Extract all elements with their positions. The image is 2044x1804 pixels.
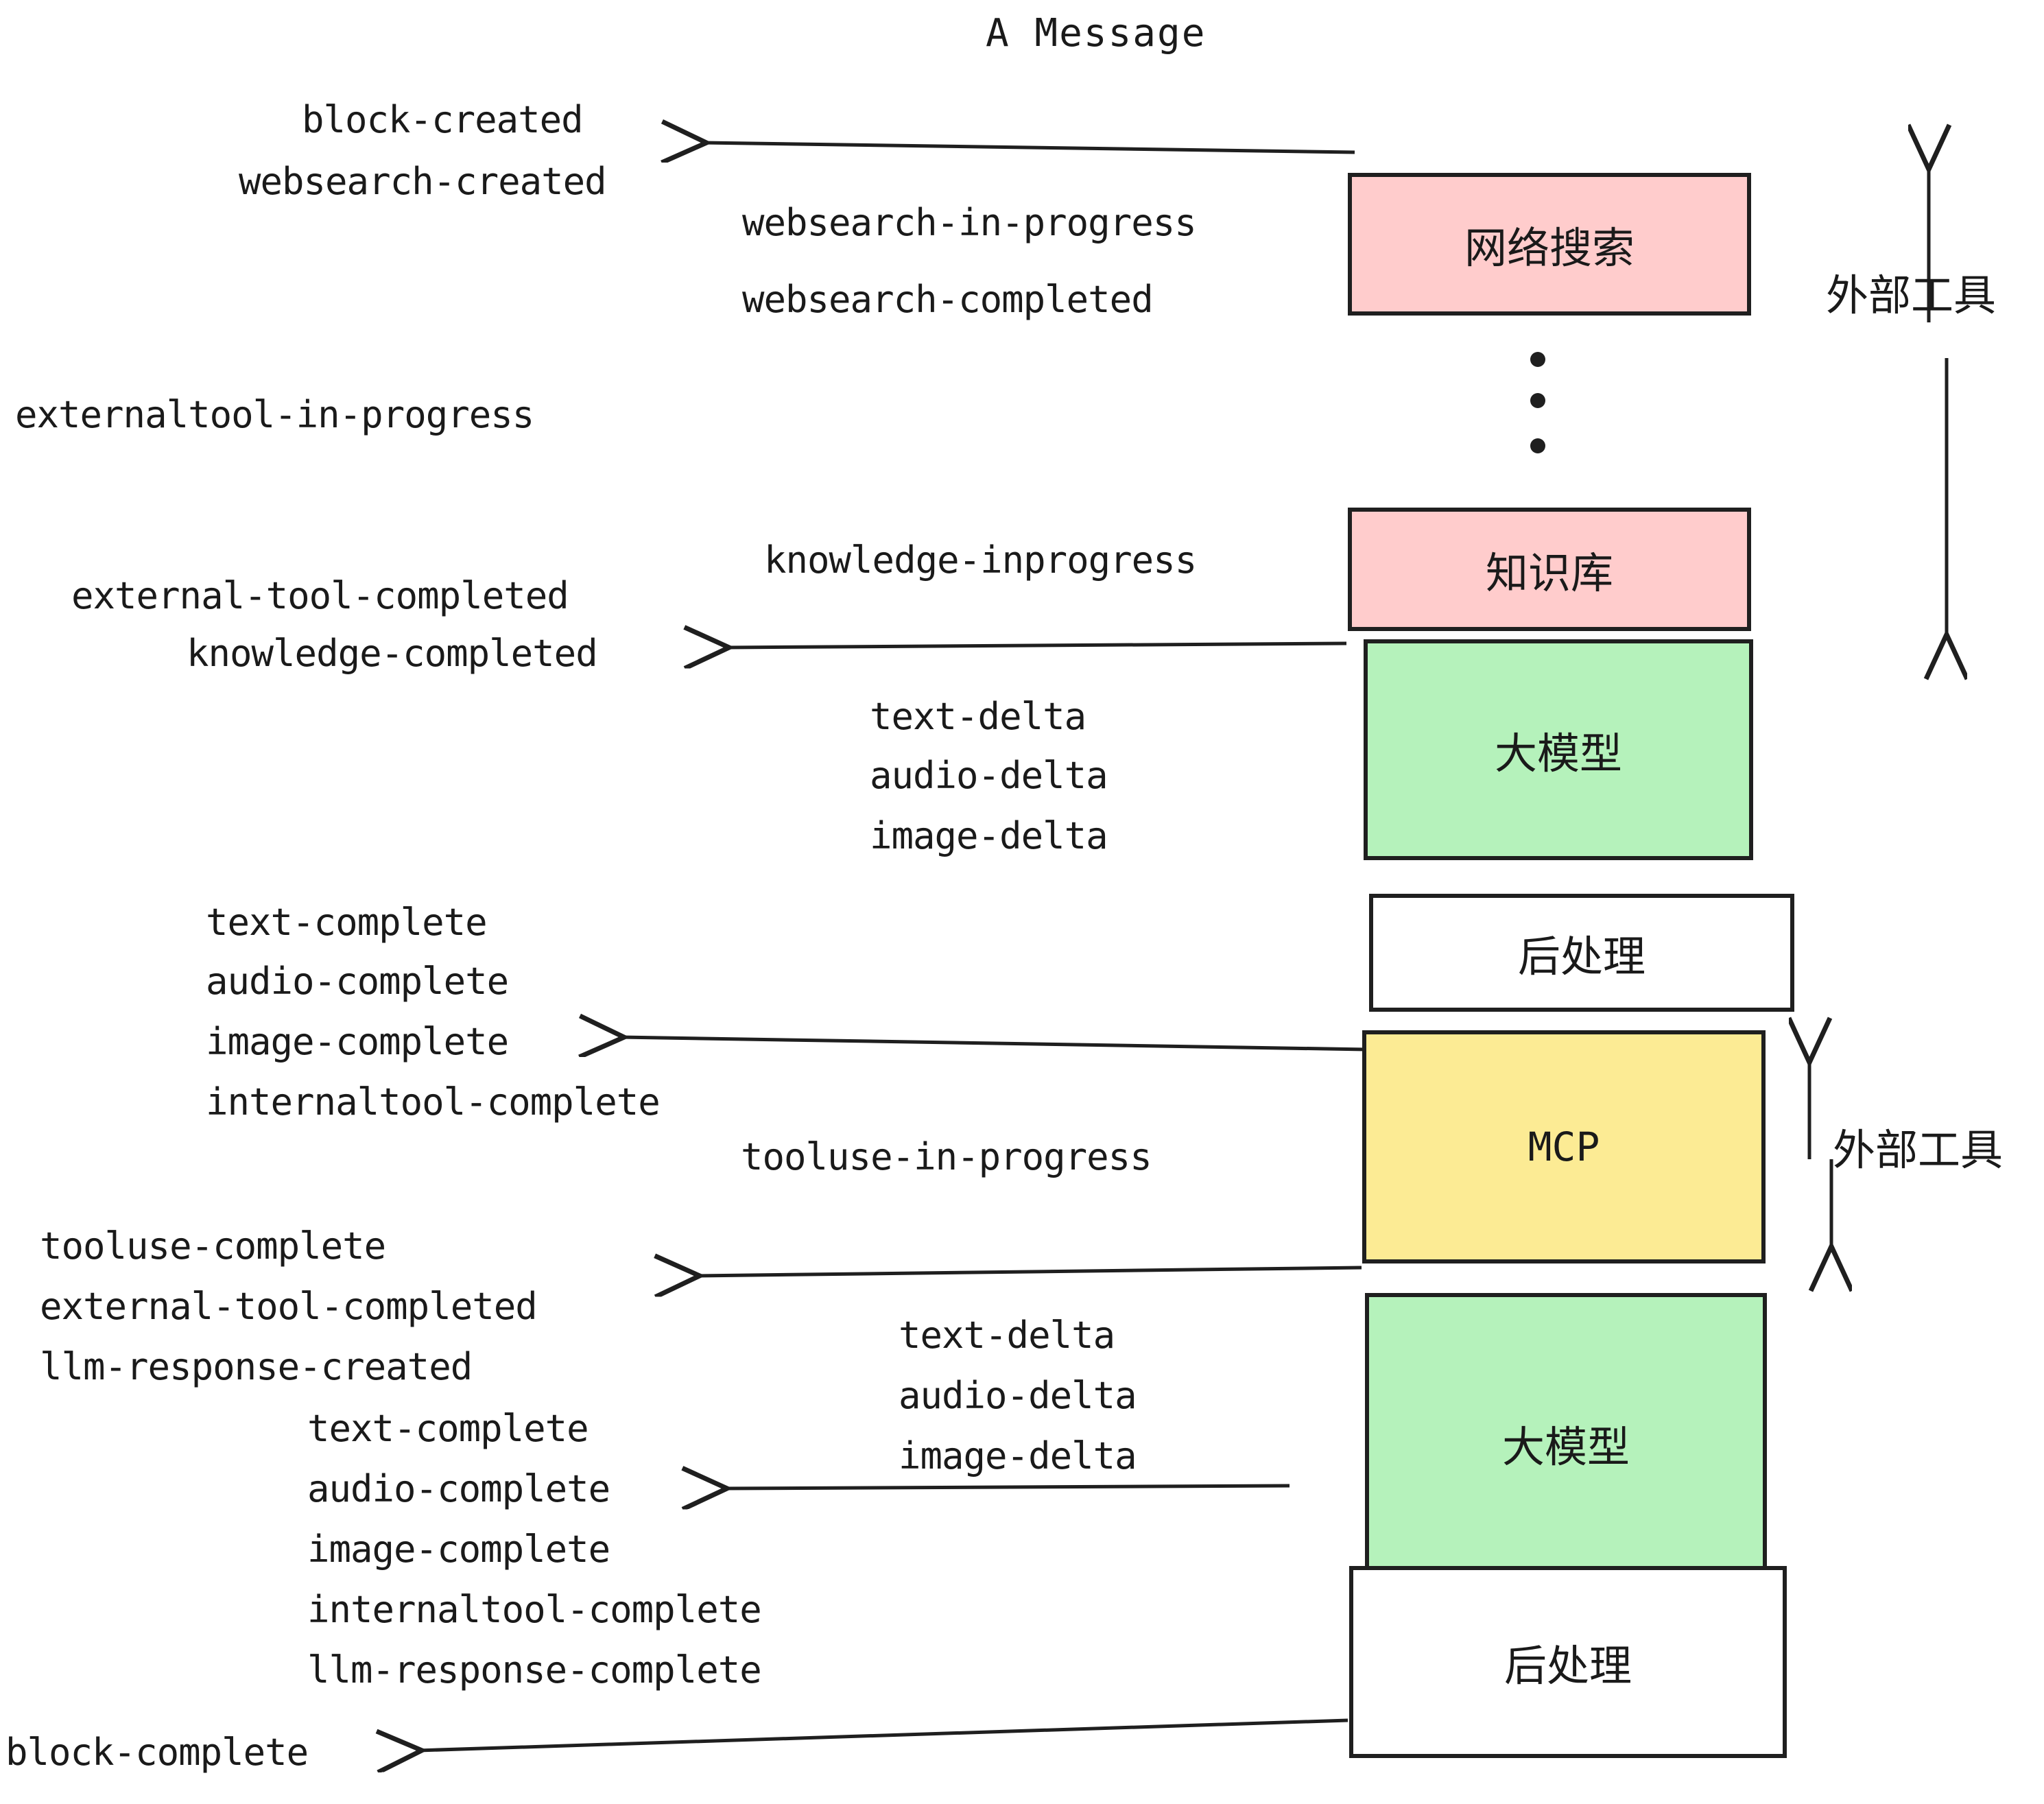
- event-label-block-created: block-created: [302, 98, 584, 141]
- event-label-text-delta-1: text-delta: [870, 695, 1086, 738]
- event-label-image-complete-1: image-complete: [206, 1020, 509, 1063]
- diagram-title: A Message: [986, 11, 1207, 56]
- event-label-tooluse-in-progress: tooluse-in-progress: [741, 1135, 1152, 1178]
- event-label-internaltool-complete-2: internaltool-complete: [307, 1588, 762, 1631]
- event-label-text-complete-1: text-complete: [206, 901, 488, 944]
- node-llm-2[interactable]: 大模型: [1365, 1293, 1767, 1593]
- event-label-externaltool-in-progress: externaltool-in-progress: [15, 393, 534, 436]
- event-label-external-tool-completed-2: external-tool-completed: [40, 1285, 538, 1328]
- event-label-audio-complete-1: audio-complete: [206, 960, 509, 1003]
- node-postprocess-2[interactable]: 后处理: [1349, 1566, 1787, 1758]
- node-label-knowledge: 知识库: [1485, 548, 1613, 598]
- ellipsis-dot-3: [1530, 438, 1545, 453]
- node-label-websearch: 网络搜索: [1464, 223, 1635, 273]
- event-label-internaltool-complete-1: internaltool-complete: [206, 1080, 661, 1124]
- event-label-llm-response-complete: llm-response-complete: [307, 1648, 762, 1692]
- node-mcp[interactable]: MCP: [1362, 1030, 1766, 1263]
- event-label-audio-delta-1: audio-delta: [870, 754, 1108, 797]
- node-postprocess-1[interactable]: 后处理: [1369, 894, 1794, 1012]
- node-websearch[interactable]: 网络搜索: [1348, 173, 1751, 316]
- arrow-audio-complete: [724, 1486, 1290, 1488]
- node-llm-1[interactable]: 大模型: [1364, 639, 1753, 860]
- event-label-knowledge-completed: knowledge-completed: [187, 632, 598, 675]
- ellipsis-dot-2: [1530, 393, 1545, 408]
- event-label-external-tool-completed-1: external-tool-completed: [71, 574, 569, 617]
- event-label-audio-delta-2: audio-delta: [899, 1374, 1137, 1417]
- node-label-postprocess-1: 后处理: [1517, 931, 1645, 982]
- arrow-image-complete: [621, 1037, 1367, 1049]
- event-label-text-delta-2: text-delta: [899, 1314, 1115, 1357]
- event-label-websearch-created: websearch-created: [239, 160, 607, 203]
- node-knowledge[interactable]: 知识库: [1348, 508, 1751, 631]
- ellipsis-dot-1: [1530, 352, 1545, 367]
- event-label-websearch-in-progress: websearch-in-progress: [742, 201, 1197, 244]
- event-label-websearch-completed: websearch-completed: [742, 278, 1154, 321]
- event-label-image-delta-2: image-delta: [899, 1434, 1137, 1477]
- node-label-llm-2: 大模型: [1501, 1422, 1630, 1472]
- arrow-tooluse-complete: [696, 1268, 1362, 1276]
- event-label-audio-complete-2: audio-complete: [307, 1467, 610, 1510]
- event-label-text-complete-2: text-complete: [307, 1407, 589, 1450]
- arrow-block-created: [703, 143, 1355, 152]
- event-label-image-delta-1: image-delta: [870, 814, 1108, 857]
- node-label-mcp: MCP: [1528, 1124, 1600, 1170]
- event-label-block-complete: block-complete: [5, 1731, 309, 1774]
- node-label-postprocess-2: 后处理: [1504, 1641, 1632, 1691]
- event-label-tooluse-complete: tooluse-complete: [40, 1224, 386, 1268]
- event-label-knowledge-inprogress: knowledge-inprogress: [764, 538, 1197, 582]
- node-label-llm-1: 大模型: [1494, 728, 1622, 779]
- arrow-block-complete: [418, 1718, 1348, 1750]
- arrow-knowledge-completed: [726, 643, 1347, 648]
- event-label-image-complete-2: image-complete: [307, 1528, 610, 1571]
- event-label-llm-response-created: llm-response-created: [40, 1345, 473, 1388]
- group-label-external-tools-1: 外部工具: [1826, 270, 1997, 320]
- group-label-external-tools-2: 外部工具: [1833, 1125, 2004, 1175]
